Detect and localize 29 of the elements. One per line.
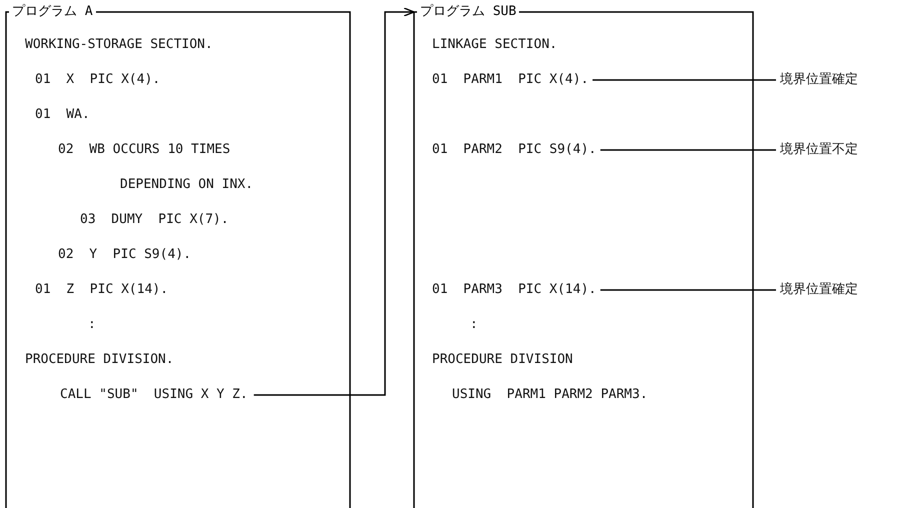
code-line: WORKING-STORAGE SECTION. [25,37,213,53]
annotation-text: 境界位置確定 [780,72,858,88]
program-frame [5,4,351,508]
leader-line [600,149,776,151]
call-arrow [254,7,415,396]
code-line: PROCEDURE DIVISION. [25,352,174,368]
leader-line [592,79,776,81]
program-frame [413,4,754,508]
annotation-text: 境界位置不定 [780,142,858,158]
code-line: 01 PARM2 PIC S9(4). [432,142,596,158]
code-line: 01 PARM1 PIC X(4). [432,72,589,88]
code-line: CALL "SUB" USING X Y Z. [60,387,248,403]
code-line: USING PARM1 PARM2 PARM3. [452,387,648,403]
code-line: 03 DUMY PIC X(7). [80,212,229,228]
code-line: 01 X PIC X(4). [35,72,160,88]
code-line: 02 Y PIC S9(4). [58,247,192,263]
code-line: 01 PARM3 PIC X(14). [432,282,596,298]
code-line: 01 WA. [35,107,90,123]
annotation-text: 境界位置確定 [780,282,858,298]
code-line: 01 Z PIC X(14). [35,282,168,298]
code-line: 02 WB OCCURS 10 TIMES [58,142,230,158]
leader-line [600,289,776,291]
code-line: PROCEDURE DIVISION [432,352,573,368]
program-heading: プログラム SUB [417,4,520,20]
program-heading: プログラム A [9,4,96,20]
code-line: DEPENDING ON INX. [120,177,254,193]
ellipsis-mark: : [470,317,478,333]
code-line: LINKAGE SECTION. [432,37,558,53]
ellipsis-mark: : [88,317,96,333]
